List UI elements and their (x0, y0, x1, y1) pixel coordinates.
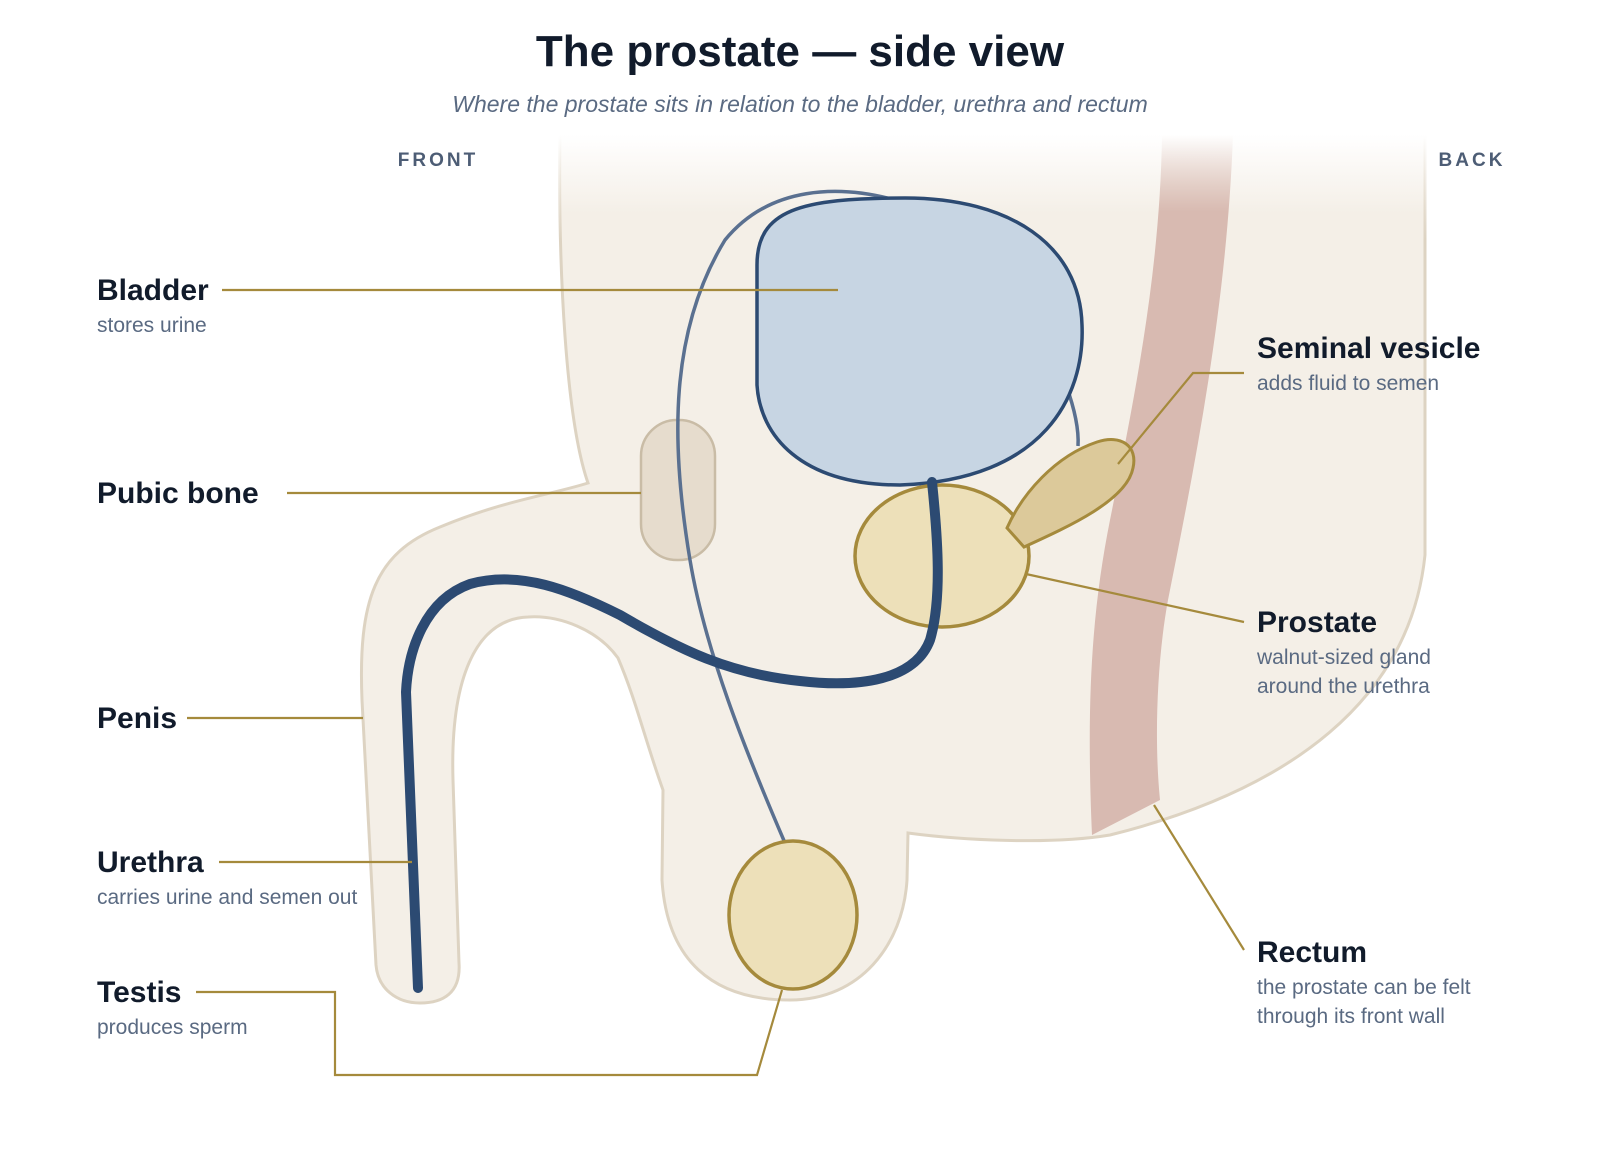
bladder (755, 196, 1084, 487)
testis-leader-line (196, 989, 784, 1077)
page-subtitle: Where the prostate sits in relation to t… (452, 91, 1148, 117)
rectum (1089, 135, 1233, 835)
rectum-description-line-1: the prostate can be felt (1257, 976, 1471, 999)
prostate-description-line-1: walnut-sized gland (1256, 646, 1431, 669)
rectum-leader-line (1153, 804, 1245, 951)
penis-label: Penis (97, 702, 177, 735)
front-orientation-label: FRONT (398, 150, 478, 171)
prostate-description-line-2: around the urethra (1257, 675, 1430, 698)
seminal-vesicle-description: adds fluid to semen (1257, 372, 1439, 395)
testis-description: produces sperm (97, 1016, 248, 1039)
back-orientation-label: BACK (1439, 150, 1506, 171)
vas-deferens (676, 189, 896, 844)
testis (727, 839, 859, 991)
rectum-description-line-2: through its front wall (1257, 1005, 1445, 1028)
page-title: The prostate — side view (536, 27, 1065, 76)
urethra-description: carries urine and semen out (97, 886, 357, 909)
bladder-description: stores urine (97, 314, 207, 337)
prostate-leader-line (1025, 572, 1245, 624)
urethra (400, 477, 943, 993)
testis-label: Testis (97, 976, 181, 1009)
pubic-bone-label: Pubic bone (97, 477, 259, 510)
prostate-label: Prostate (1257, 606, 1377, 639)
seminal-vesicle-leader-line (1117, 371, 1244, 465)
rectum-label: Rectum (1257, 936, 1367, 969)
bladder-label: Bladder (97, 274, 209, 307)
seminal-vesicle-label: Seminal vesicle (1257, 332, 1480, 365)
urethra-label: Urethra (97, 846, 204, 879)
seminal-vesicle (1005, 438, 1136, 549)
